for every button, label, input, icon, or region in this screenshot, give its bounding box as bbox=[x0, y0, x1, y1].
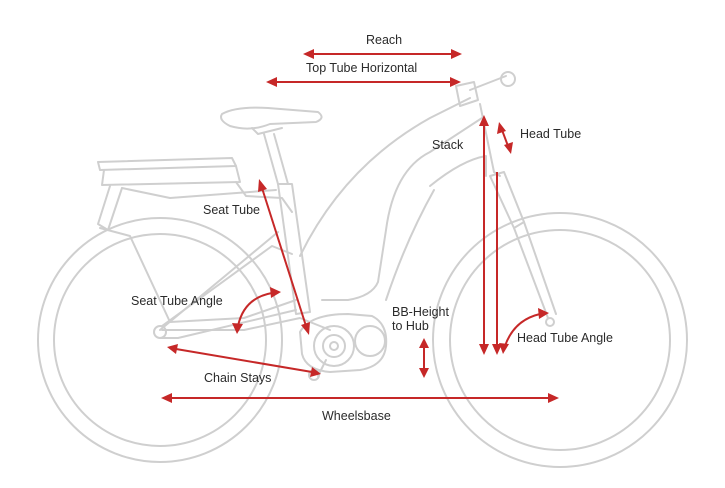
dimension-wheelsbase bbox=[161, 393, 559, 403]
label-seat-tube: Seat Tube bbox=[203, 203, 260, 217]
label-chain-stays: Chain Stays bbox=[204, 371, 272, 385]
dimension-head-tube bbox=[497, 122, 513, 154]
dimension-reach bbox=[303, 49, 462, 59]
label-stack: Stack bbox=[432, 138, 464, 152]
label-wheelsbase: Wheelsbase bbox=[322, 409, 391, 423]
label-head-tube: Head Tube bbox=[520, 127, 582, 141]
frame bbox=[159, 97, 487, 339]
label-head-tube-angle: Head Tube Angle bbox=[517, 331, 613, 345]
dimension-seat-tube-angle bbox=[232, 287, 281, 334]
label-reach: Reach bbox=[366, 33, 403, 47]
dimension-bb-height bbox=[419, 338, 429, 378]
dimension-chain-stays bbox=[167, 344, 321, 377]
fork-and-cockpit bbox=[455, 71, 557, 327]
dimension-top-tube-horizontal bbox=[266, 77, 461, 87]
dimension-stack bbox=[479, 115, 502, 355]
front-wheel bbox=[432, 212, 688, 468]
label-bb-height-to-hub: BB-Height to Hub bbox=[392, 305, 449, 333]
rear-wheel bbox=[37, 217, 283, 463]
label-top-tube-horizontal: Top Tube Horizontal bbox=[306, 61, 418, 75]
dimension-head-tube-angle bbox=[499, 308, 549, 354]
label-seat-tube-angle: Seat Tube Angle bbox=[131, 294, 223, 308]
dimension-seat-tube bbox=[258, 179, 310, 335]
saddle bbox=[220, 106, 323, 185]
